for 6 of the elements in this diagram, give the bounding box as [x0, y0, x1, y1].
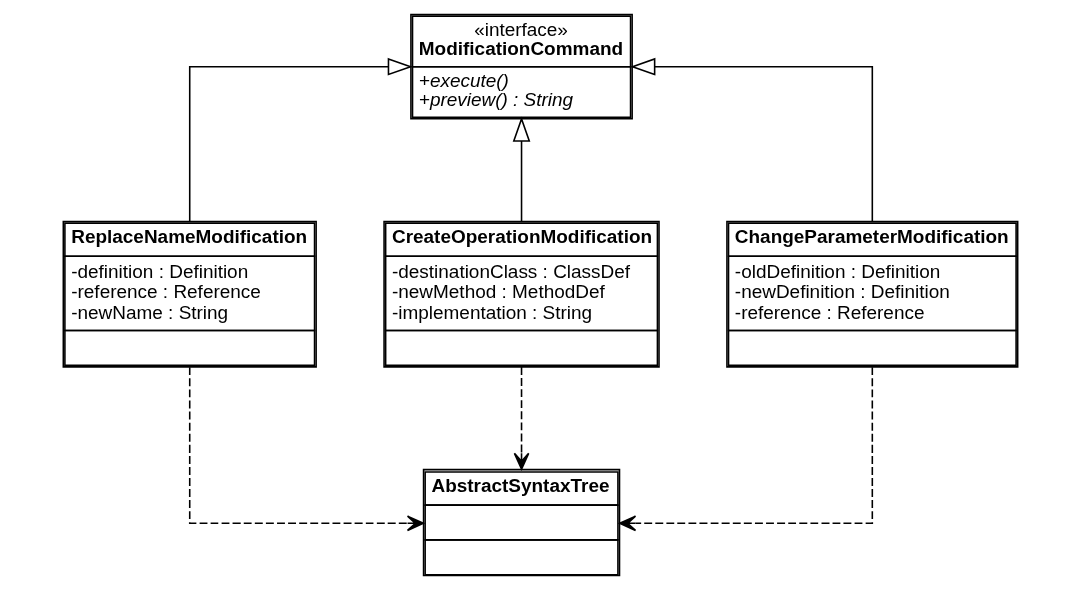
arrow	[618, 366, 873, 532]
arrow	[513, 366, 529, 470]
arrow	[629, 57, 873, 222]
arrow	[188, 57, 413, 222]
arrow	[512, 116, 530, 222]
arrow	[188, 366, 424, 532]
